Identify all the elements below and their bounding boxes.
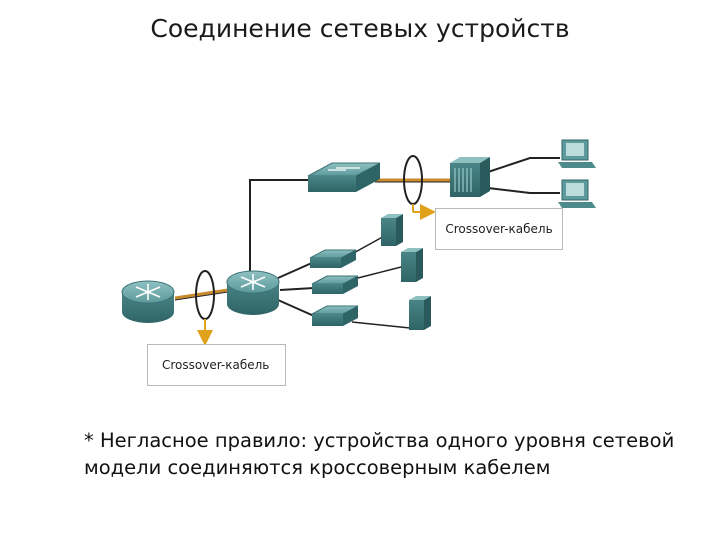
cable-router-to-top-switch xyxy=(249,179,315,272)
crossover-callout-bottom: Crossover-кабель xyxy=(147,344,286,386)
cable-switch-c-to-server3 xyxy=(351,321,411,329)
cable-router-router-crossover xyxy=(174,288,229,300)
server-tower-1-icon xyxy=(381,214,403,246)
switch-top-icon xyxy=(307,162,381,192)
cable-router-to-switch-b xyxy=(279,287,315,291)
server-tower-2-icon xyxy=(401,248,423,282)
pc-1-icon xyxy=(558,139,596,168)
cable-server-to-pc2 xyxy=(487,187,560,194)
switch-c-icon xyxy=(311,305,359,326)
router-left-icon xyxy=(121,280,175,323)
slide-title: Соединение сетевых устройств xyxy=(150,14,570,43)
router-right-icon xyxy=(226,270,280,315)
switch-b-icon xyxy=(311,275,359,294)
server-rack-icon xyxy=(450,157,490,197)
cable-server-to-pc1 xyxy=(487,157,560,173)
crossover-marker-top xyxy=(403,155,436,220)
cable-router-to-switch-c xyxy=(277,299,315,317)
rule-note-line-1: * Негласное правило: устройства одного у… xyxy=(84,429,675,452)
crossover-callout-top: Crossover-кабель xyxy=(435,208,563,250)
cable-router-to-switch-a xyxy=(277,261,315,279)
rule-note-line-2: модели соединяются кроссоверным кабелем xyxy=(84,456,551,479)
switch-a-icon xyxy=(309,249,357,268)
cable-switch-b-to-server2 xyxy=(349,265,406,281)
server-tower-3-icon xyxy=(409,296,431,330)
rule-note: * Негласное правило: устройства одного у… xyxy=(84,427,704,481)
crossover-marker-bottom xyxy=(195,270,215,346)
pc-2-icon xyxy=(558,179,596,208)
